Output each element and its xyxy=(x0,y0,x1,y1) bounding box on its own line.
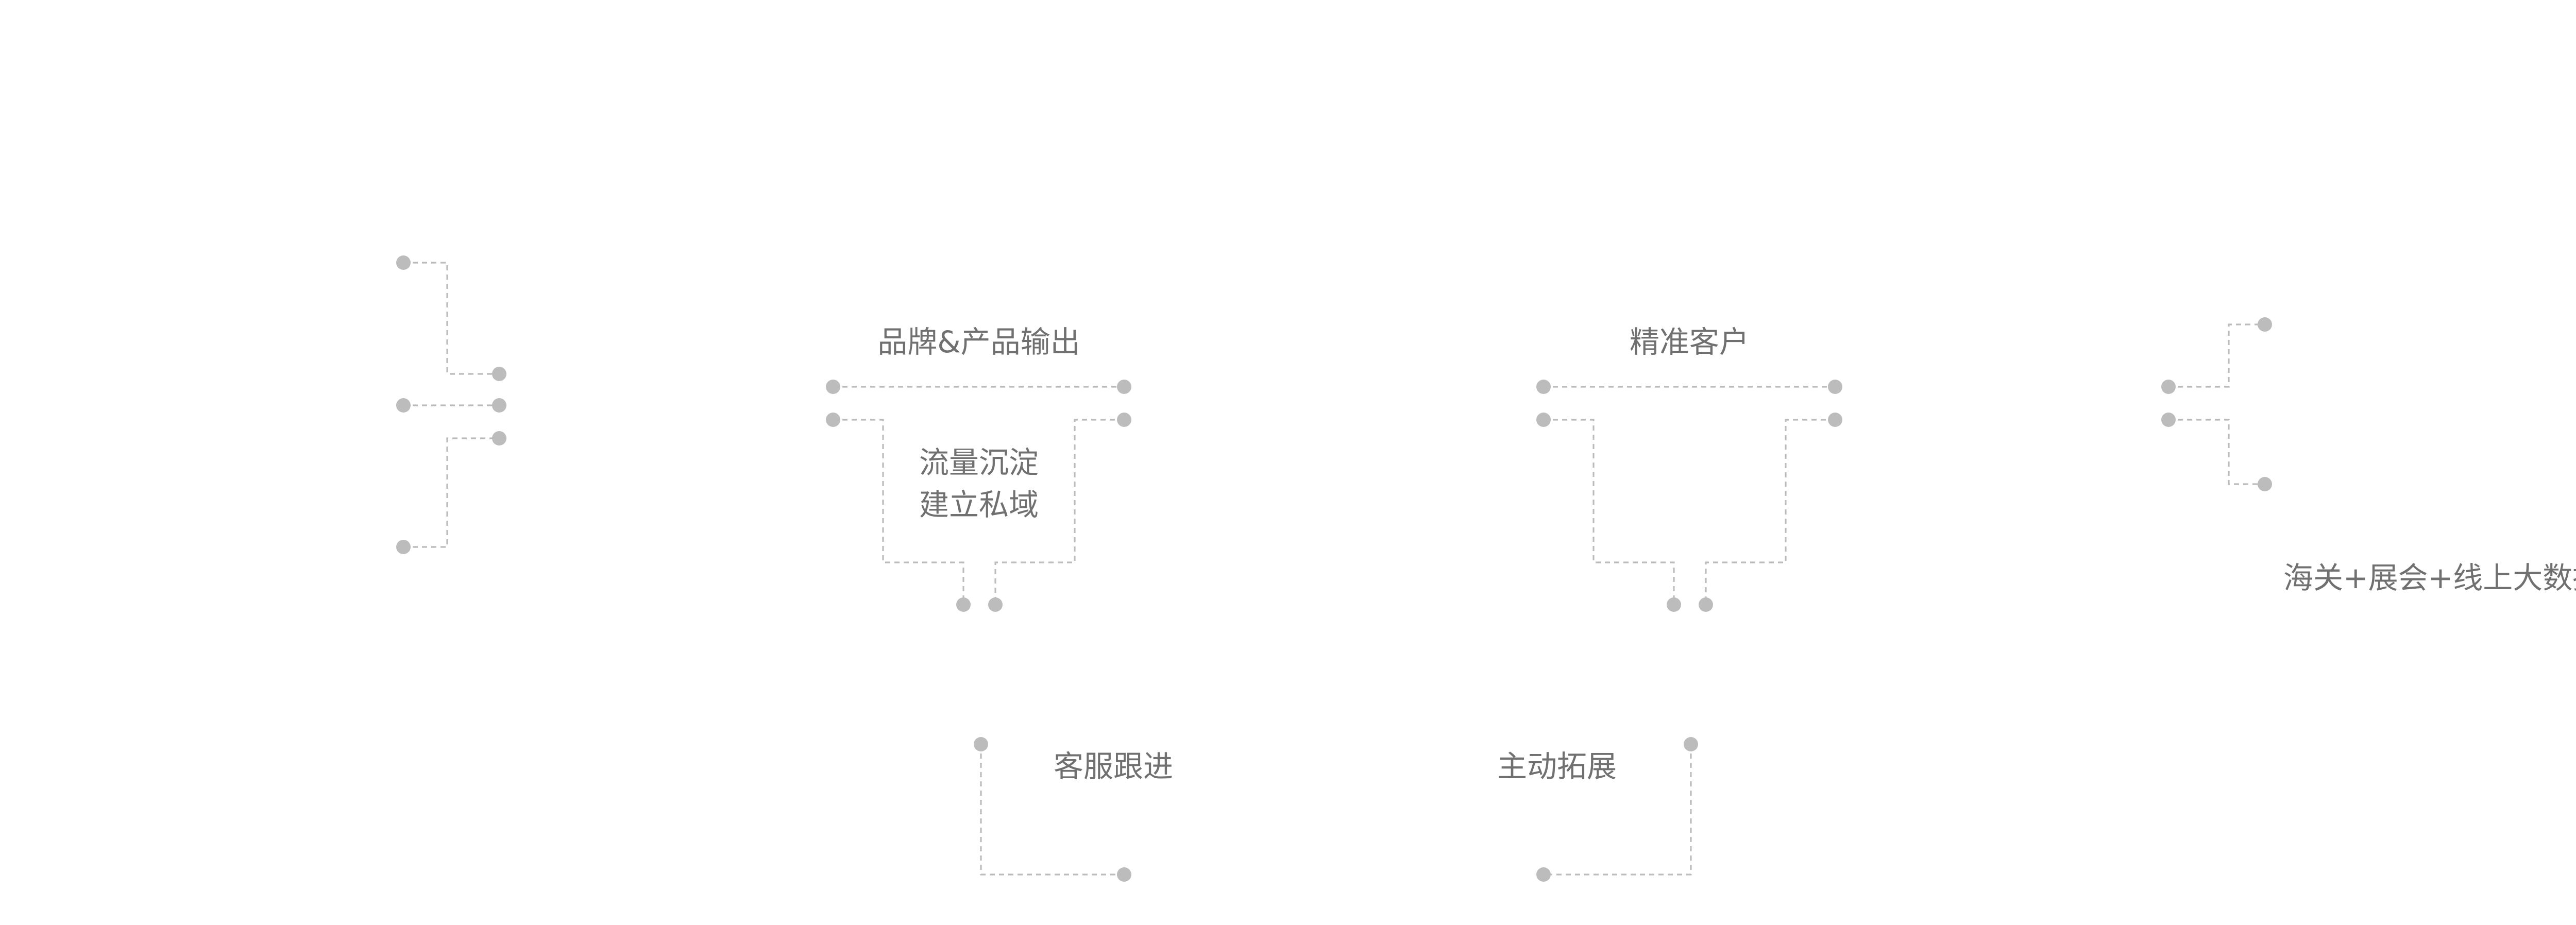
node-dot xyxy=(1667,597,1681,612)
label-customer-service: 客服跟进 xyxy=(1054,749,1173,784)
label-traffic-line2: 建立私域 xyxy=(919,487,1039,522)
node-dot xyxy=(1117,867,1131,882)
node-dot xyxy=(826,413,840,427)
label-traffic-line1: 流量沉淀 xyxy=(919,445,1039,480)
link-service xyxy=(980,744,1124,876)
node-dot xyxy=(2161,413,2176,427)
label-precise-customers: 精准客户 xyxy=(1630,324,1749,359)
link-brand-right-arm xyxy=(994,419,1124,605)
link-left-bottom xyxy=(403,437,499,548)
connector-lines xyxy=(403,262,2265,876)
link-expansion xyxy=(1544,744,1692,876)
node-dots xyxy=(396,255,2272,882)
link-right-bottom xyxy=(2168,419,2265,485)
node-dot xyxy=(1117,413,1131,427)
node-dot xyxy=(396,255,411,270)
label-brand-output: 品牌&产品输出 xyxy=(877,324,1080,359)
link-precise-left-arm xyxy=(1544,419,1675,605)
label-data-sources: 海关+展会+线上大数据 xyxy=(2283,560,2576,595)
node-dot xyxy=(492,398,506,413)
node-dot xyxy=(1684,737,1698,751)
node-dot xyxy=(1536,413,1551,427)
node-dot xyxy=(492,431,506,446)
node-dot xyxy=(826,380,840,394)
node-dot xyxy=(2258,477,2272,491)
node-dot xyxy=(396,540,411,554)
node-dot xyxy=(1536,380,1551,394)
node-dot xyxy=(492,367,506,381)
node-dot xyxy=(956,597,971,612)
node-dot xyxy=(1699,597,1713,612)
node-dot xyxy=(988,597,1003,612)
node-dot xyxy=(974,737,988,751)
node-dot xyxy=(396,398,411,413)
node-dot xyxy=(2161,380,2176,394)
node-dot xyxy=(1828,413,1842,427)
diagram-labels: 品牌&产品输出 流量沉淀 建立私域 精准客户 海关+展会+线上大数据 客服跟进 … xyxy=(877,324,2576,784)
node-dot xyxy=(1828,380,1842,394)
node-dot xyxy=(1117,380,1131,394)
label-active-expansion: 主动拓展 xyxy=(1497,749,1617,784)
node-dot xyxy=(1536,867,1551,882)
link-right-top xyxy=(2168,323,2265,388)
link-precise-right-arm xyxy=(1705,419,1835,605)
link-left-top xyxy=(403,262,499,375)
node-dot xyxy=(2258,317,2272,332)
